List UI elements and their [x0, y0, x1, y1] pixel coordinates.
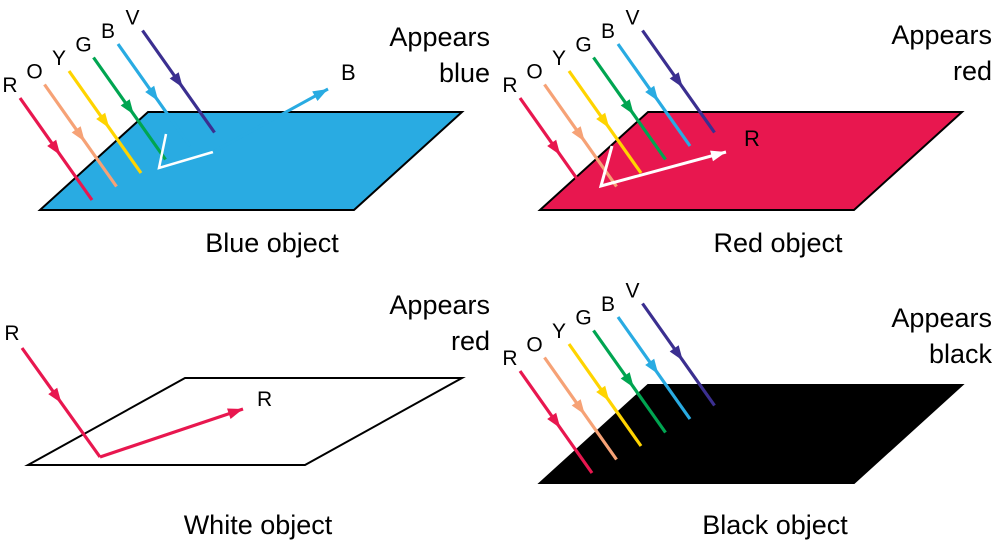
incident-ray-red-arrowhead: [47, 139, 61, 156]
incident-ray-label-green: G: [75, 34, 91, 57]
incident-ray-label-green: G: [575, 34, 591, 57]
incident-ray-label-red: R: [2, 74, 17, 97]
incident-ray-label-red: R: [502, 74, 517, 97]
appears-white-line1: Appears: [389, 290, 490, 320]
incident-ray-green-arrowhead: [620, 372, 634, 388]
reflected-ray-label-red: R: [257, 388, 272, 411]
reflected-ray-blue-line: [212, 87, 329, 154]
incident-ray-label-yellow: Y: [552, 47, 566, 70]
incident-ray-label-blue: B: [601, 293, 615, 316]
incident-ray-green-arrowhead: [120, 99, 134, 115]
appears-black-line2: black: [929, 339, 993, 369]
surface-trace-blue: [157, 133, 214, 170]
incident-ray-label-violet: V: [125, 7, 139, 30]
caption-blue-object: Blue object: [205, 228, 339, 258]
incident-ray-label-yellow: Y: [552, 320, 566, 343]
incident-ray-red-arrowhead: [547, 139, 561, 156]
incident-ray-red-arrowhead: [48, 387, 62, 404]
incident-ray-blue-arrowhead: [145, 85, 159, 102]
incident-ray-yellow-arrowhead: [596, 112, 610, 129]
incident-ray-orange-arrowhead: [571, 126, 585, 142]
incident-ray-label-yellow: Y: [52, 47, 66, 70]
incident-ray-yellow-arrowhead: [96, 112, 110, 129]
reflected-ray-blue-arrowhead: [312, 89, 328, 102]
white-object-surface: [24, 377, 466, 466]
reflected-ray-red-line: [99, 407, 244, 459]
appears-blue-line1: Appears: [389, 22, 490, 52]
incident-ray-label-red: R: [4, 322, 19, 345]
incident-ray-label-green: G: [575, 307, 591, 330]
blue-object-surface: [37, 111, 465, 211]
incident-ray-violet-arrowhead: [669, 72, 683, 88]
reflected-ray-label-blue: B: [341, 60, 356, 85]
incident-ray-label-violet: V: [625, 7, 639, 30]
incident-ray-violet-arrowhead: [669, 345, 683, 361]
appears-red-line2: red: [953, 56, 992, 86]
reflected-ray-red-arrowhead: [227, 408, 243, 419]
reflected-ray-red-arrowhead: [710, 150, 726, 162]
incident-ray-blue-arrowhead: [645, 358, 659, 375]
appears-blue-line2: blue: [439, 58, 490, 88]
incident-ray-label-blue: B: [601, 20, 615, 43]
incident-ray-label-orange: O: [526, 334, 542, 357]
black-object-surface: [537, 384, 965, 484]
caption-black-object: Black object: [702, 510, 848, 540]
caption-red-object: Red object: [713, 228, 843, 258]
reflected-ray-label-red: R: [744, 126, 760, 151]
caption-white-object: White object: [184, 510, 333, 540]
incident-ray-label-red: R: [502, 347, 517, 370]
appears-black-line1: Appears: [891, 303, 992, 333]
surface-trace-red: [598, 145, 727, 189]
incident-ray-label-violet: V: [625, 280, 639, 303]
incident-ray-label-orange: O: [26, 61, 42, 84]
incident-ray-violet-arrowhead: [169, 72, 183, 88]
incident-ray-green-arrowhead: [620, 99, 634, 115]
incident-ray-orange-arrowhead: [571, 399, 585, 415]
incident-ray-blue-arrowhead: [645, 85, 659, 102]
appears-white-line2: red: [451, 326, 490, 356]
incident-ray-label-orange: O: [526, 61, 542, 84]
incident-ray-red-arrowhead: [547, 412, 561, 429]
incident-ray-orange-arrowhead: [71, 126, 85, 142]
incident-ray-label-blue: B: [101, 20, 115, 43]
appears-red-line1: Appears: [891, 20, 992, 50]
incident-ray-yellow-arrowhead: [596, 385, 610, 402]
